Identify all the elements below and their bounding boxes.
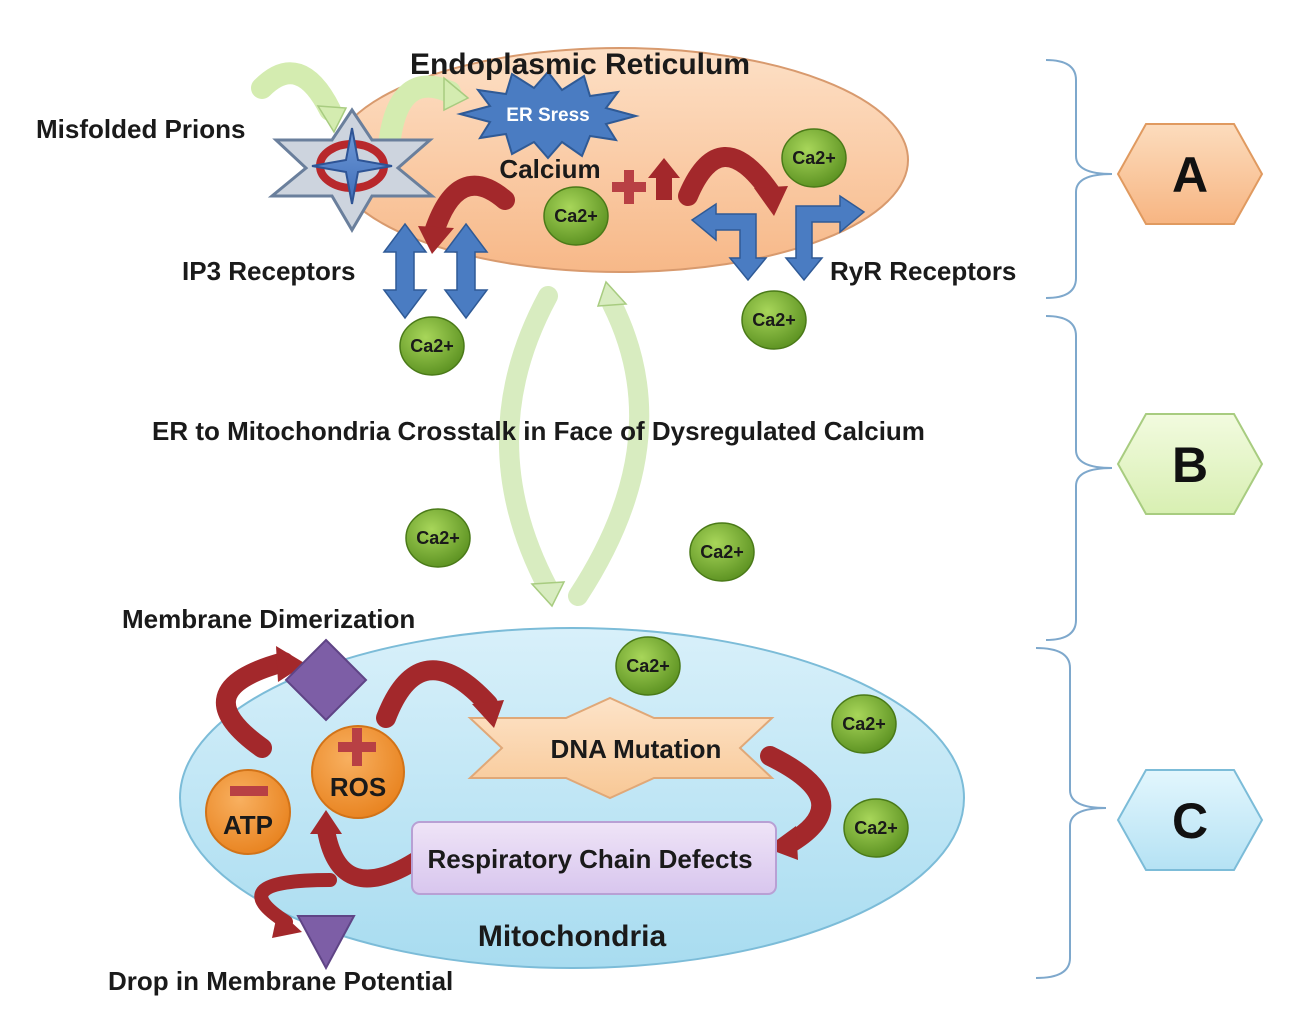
section-hexagon-c [1116, 769, 1264, 871]
calcium-ion-label: Ca2+ [416, 528, 460, 548]
section-brace-b [1045, 315, 1113, 641]
atp-label: ATP [223, 810, 273, 840]
plus-sign-vertical [624, 170, 634, 204]
calcium-ion: Ca2+ [689, 522, 755, 582]
prion-output-arrowhead-right [443, 76, 470, 112]
ryr-receptors-label: RyR Receptors [830, 256, 1016, 286]
section-brace-c [1035, 647, 1107, 979]
increase-up-arrow [648, 158, 680, 200]
calcium-ion-label: Ca2+ [842, 714, 886, 734]
calcium-to-ip3-arrowhead [418, 226, 454, 254]
calcium-to-ryr-arrow [678, 147, 780, 206]
ros-to-dna-arrow [376, 660, 498, 728]
section-label-a: A [1172, 147, 1208, 203]
respiratory-chain-box [411, 821, 777, 895]
section-label-b: B [1172, 437, 1208, 493]
section-label-c: C [1172, 793, 1208, 849]
ip3-receptor-arrow-right [443, 222, 489, 320]
calcium-to-ip3-arrow [424, 175, 515, 242]
membrane-potential-triangle [296, 915, 356, 971]
dna-to-respiratory-arrowhead [766, 826, 798, 860]
membrane-dimerization-diamond [284, 638, 368, 722]
calcium-ion: Ca2+ [615, 636, 681, 696]
er-stress-label: ER Sress [506, 105, 589, 126]
atp-circle [205, 769, 291, 855]
calcium-ion-label: Ca2+ [554, 206, 598, 226]
calcium-ion-shape [399, 316, 465, 376]
membrane-dimerization-label: Membrane Dimerization [122, 604, 415, 634]
misfolded-prions-label: Misfolded Prions [36, 114, 245, 144]
calcium-ion: Ca2+ [405, 508, 471, 568]
calcium-ion: Ca2+ [741, 290, 807, 350]
to-membrane-potential-arrowhead [272, 910, 302, 938]
calcium-ion-shape [741, 290, 807, 350]
ip3-receptors-label: IP3 Receptors [182, 256, 355, 286]
calcium-ion-label: Ca2+ [752, 310, 796, 330]
ros-circle [311, 725, 405, 819]
prion-input-arrow-left [251, 62, 341, 121]
crosstalk-arrowhead-up [596, 280, 628, 307]
crosstalk-arrow-down [499, 286, 558, 598]
respiratory-to-ros-arrowhead [310, 810, 342, 834]
calcium-ion: Ca2+ [399, 316, 465, 376]
prion-output-arrow-right [379, 75, 461, 149]
ros-plus-vertical [352, 728, 362, 766]
atp-minus-sign [230, 786, 268, 796]
ip3-receptor-arrow-left [382, 222, 428, 320]
calcium-ion-shape [543, 186, 609, 246]
calcium-label: Calcium [499, 154, 600, 184]
crosstalk-arrowhead-down [530, 581, 566, 608]
crosstalk-label: ER to Mitochondria Crosstalk in Face of … [152, 416, 925, 446]
section-hexagon-b [1116, 413, 1264, 515]
ryr-receptor-arrow-left [690, 202, 768, 282]
calcium-ions: Ca2+ Ca2+ Ca2+ Ca2+ Ca2+ Ca2+ Ca2+ Ca2+ Ca2+ [399, 128, 909, 858]
section-brace-a [1045, 59, 1113, 299]
calcium-ion-label: Ca2+ [410, 336, 454, 356]
calcium-ion: Ca2+ [843, 798, 909, 858]
respiratory-chain-label: Respiratory Chain Defects [427, 844, 752, 874]
prion-input-arrowhead-left [316, 105, 348, 134]
misfolded-prion-core-star [311, 127, 393, 205]
er-stress-starburst [456, 70, 640, 160]
dna-mutation-label: DNA Mutation [551, 734, 722, 764]
section-hexagon-a [1116, 123, 1264, 225]
ros-label: ROS [330, 772, 386, 802]
calcium-ion: Ca2+ [781, 128, 847, 188]
atp-to-dimerization-arrow [215, 652, 294, 758]
dna-mutation-shape [467, 696, 775, 800]
calcium-ion: Ca2+ [831, 694, 897, 754]
to-membrane-potential-arrow [254, 873, 337, 929]
mitochondria-title: Mitochondria [478, 920, 667, 953]
calcium-ion-shape [781, 128, 847, 188]
dna-to-respiratory-arrow [760, 746, 832, 852]
respiratory-to-ros-arrow [317, 821, 429, 888]
calcium-ion-shape [405, 508, 471, 568]
calcium-to-ryr-arrowhead [754, 186, 788, 216]
calcium-ion-label: Ca2+ [792, 148, 836, 168]
calcium-ion-shape [843, 798, 909, 858]
ryr-receptor-arrow-right [784, 194, 866, 282]
atp-to-dimerization-arrowhead [276, 646, 306, 682]
calcium-ion-shape [615, 636, 681, 696]
calcium-ion: Ca2+ [543, 186, 609, 246]
membrane-potential-label: Drop in Membrane Potential [108, 966, 453, 996]
ros-to-dna-arrowhead [472, 700, 504, 728]
calcium-ion-label: Ca2+ [626, 656, 670, 676]
er-title: Endoplasmic Reticulum [410, 48, 750, 81]
calcium-ion-shape [689, 522, 755, 582]
calcium-ion-shape [831, 694, 897, 754]
calcium-ion-label: Ca2+ [700, 542, 744, 562]
calcium-ion-label: Ca2+ [854, 818, 898, 838]
crosstalk-arrow-up [568, 294, 650, 606]
